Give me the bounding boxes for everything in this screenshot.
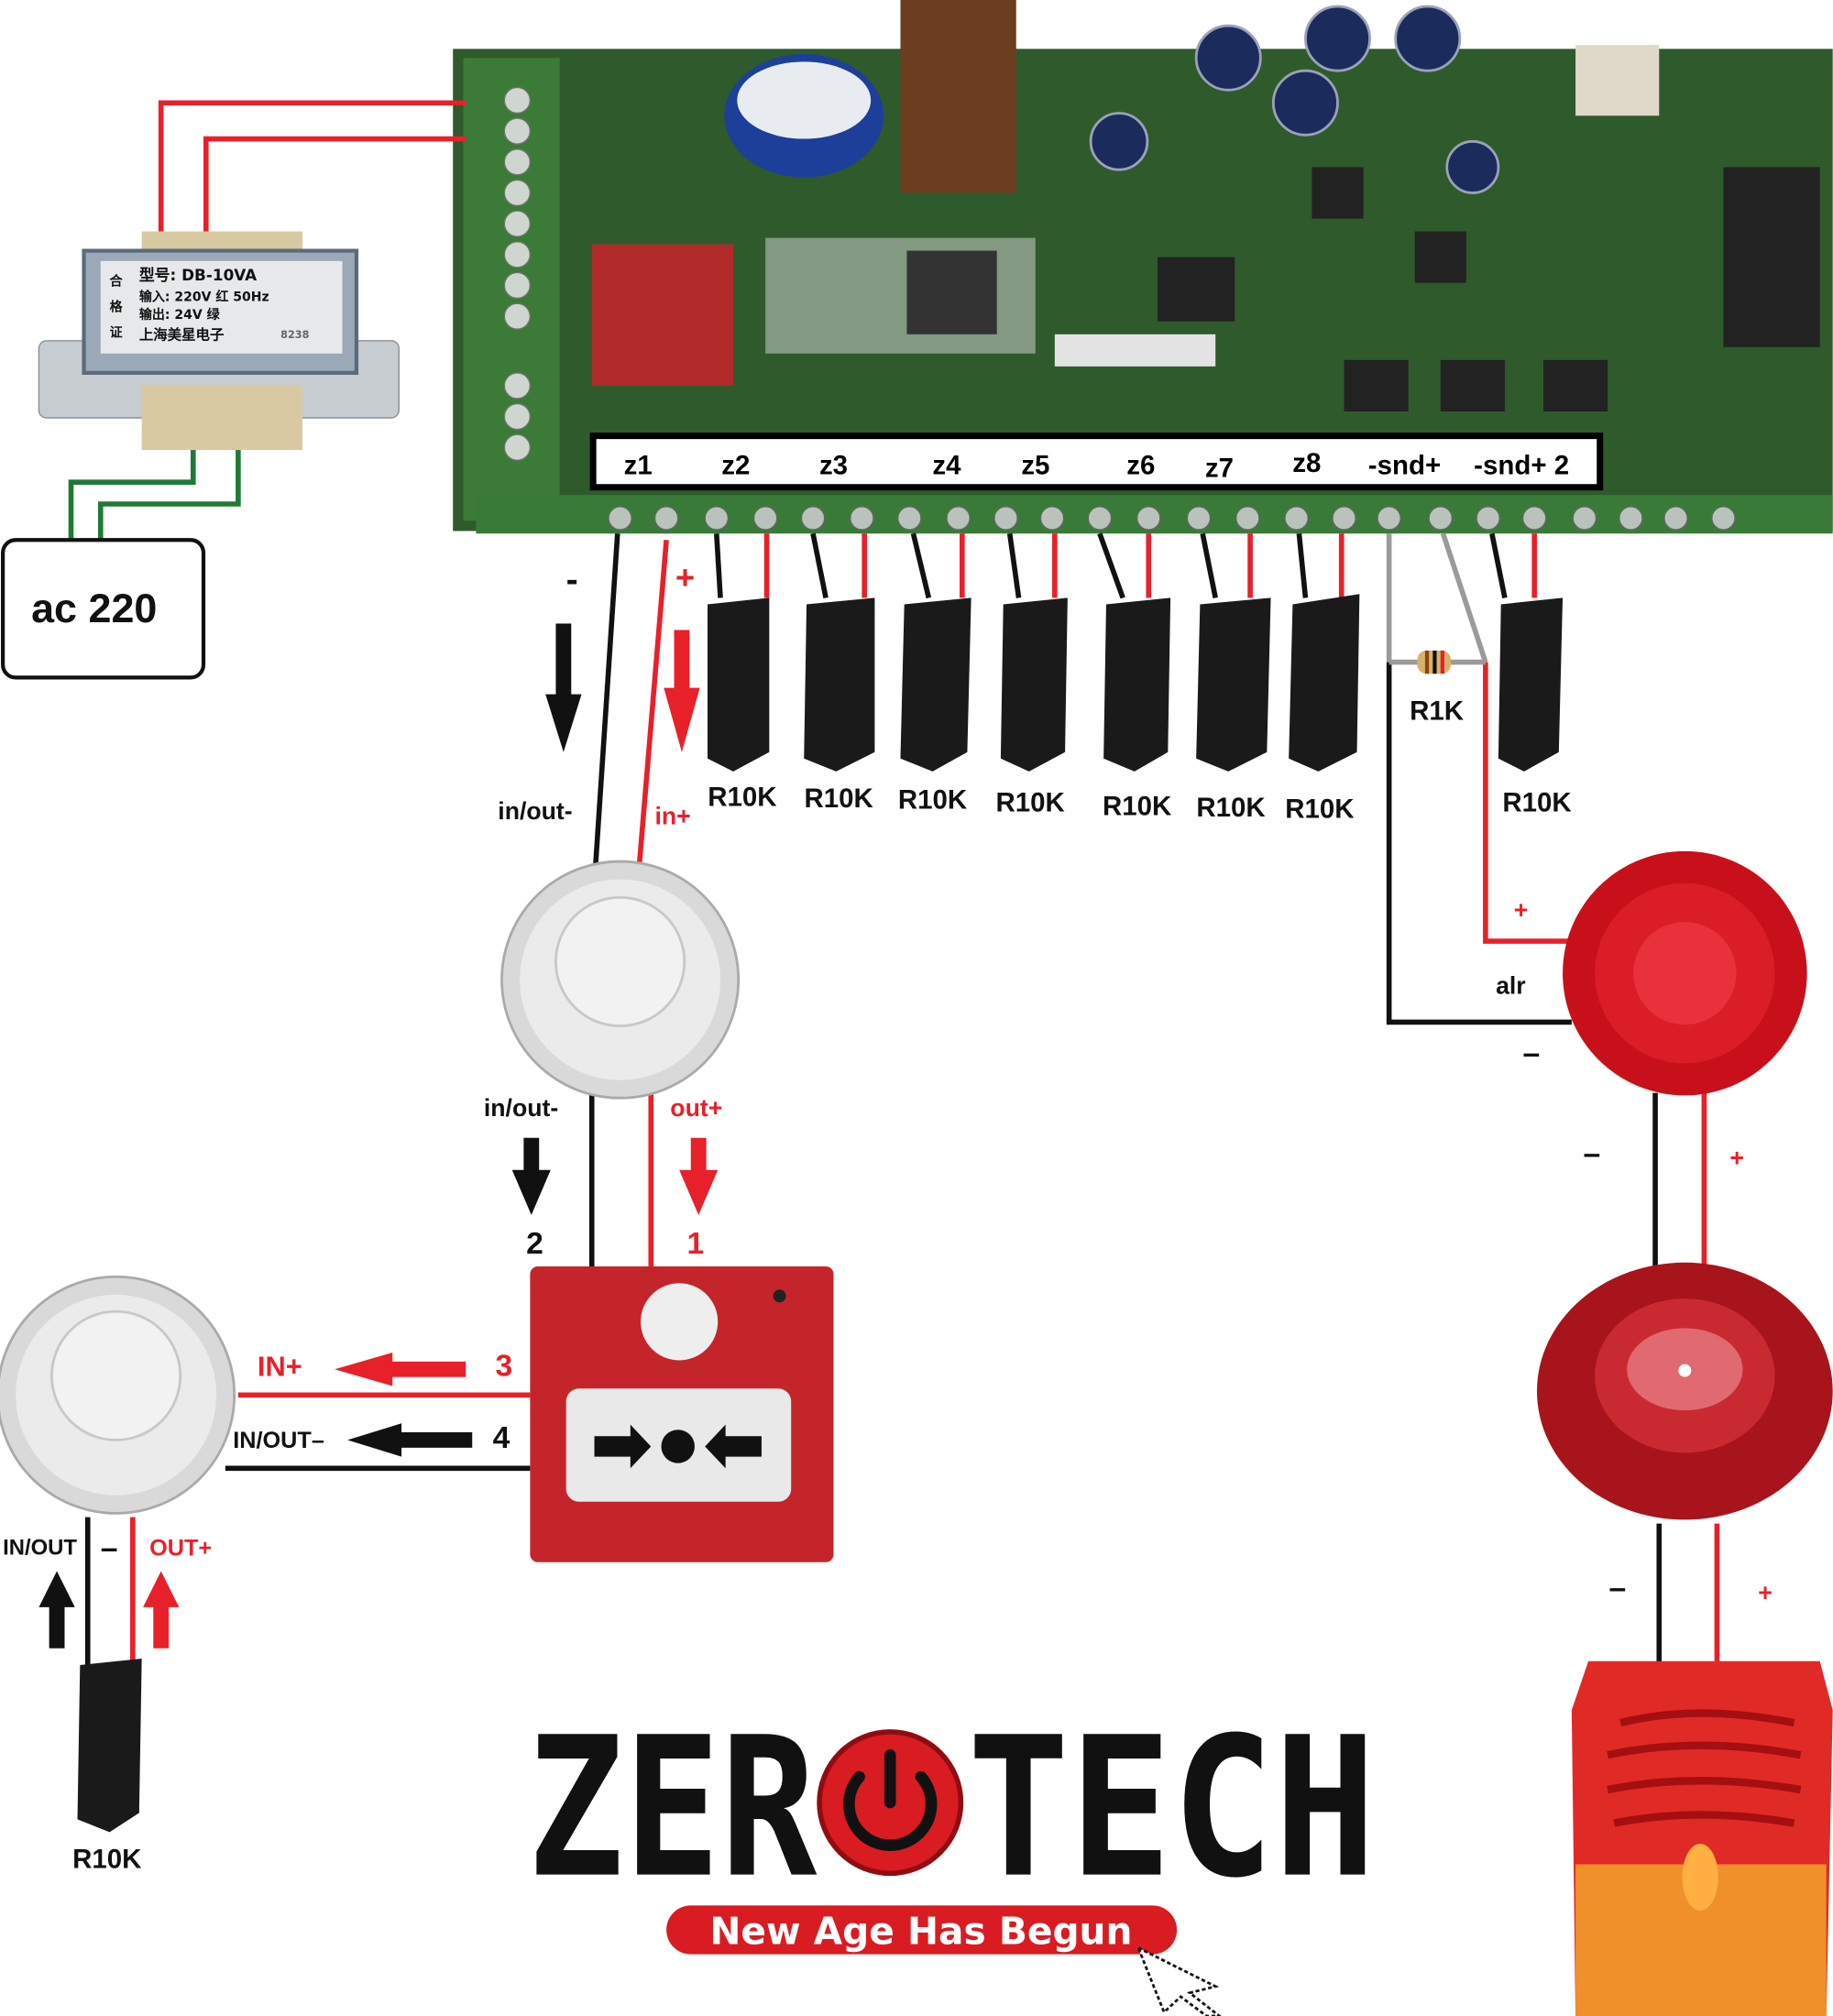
wire-label: IN+ (258, 1350, 302, 1382)
wire-label: out+ (670, 1094, 722, 1122)
svg-text:输出: 24V 绿: 输出: 24V 绿 (139, 307, 221, 323)
arrow-down-red-icon (664, 630, 700, 752)
wire-label: alr (1496, 972, 1526, 1000)
terminal-z8: z8 (1292, 448, 1321, 478)
wire-label: in/out- (498, 797, 572, 825)
wire-label: 3 (495, 1349, 512, 1383)
alarm-bell (1536, 1262, 1833, 1520)
wire-label: in/out- (484, 1094, 558, 1122)
svg-text:New Age Has Begun: New Age Has Begun (709, 1909, 1132, 1953)
svg-text:证: 证 (110, 326, 123, 341)
loop-end-resistor-label: R10K (72, 1845, 141, 1875)
arrow-down-black-icon (545, 623, 582, 752)
wire-label: – (1609, 1572, 1627, 1605)
zerotech-logo: ZER TECH New Age Has Begun (528, 1696, 1377, 2016)
terminal-z6: z6 (1126, 451, 1155, 481)
terminal-snd: -snd+ (1368, 451, 1441, 481)
wire-label: + (675, 559, 695, 597)
svg-text:8238: 8238 (280, 329, 309, 341)
wire-label: 4 (493, 1421, 510, 1455)
svg-text:ac 220: ac 220 (31, 585, 157, 631)
wire-label: - (566, 559, 578, 599)
wire-label: + (1758, 1579, 1773, 1606)
arrow-up-black-icon (38, 1571, 75, 1649)
wire-label: 1 (687, 1227, 705, 1261)
wire-label: – (1583, 1137, 1600, 1171)
svg-text:上海美星电子: 上海美星电子 (139, 325, 225, 343)
arrow-down-red-icon (679, 1137, 719, 1215)
wire-label: – (101, 1532, 118, 1566)
cursor-icon (1136, 1945, 1222, 2016)
svg-text:格: 格 (110, 300, 124, 315)
resistor-label: R10K (708, 783, 776, 813)
smoke-detector-1 (500, 860, 741, 1100)
svg-text:TECH: TECH (967, 1696, 1376, 1921)
smoke-detector-2 (0, 1275, 236, 1515)
r1k-label: R1K (1410, 696, 1464, 727)
direction-arrows (38, 623, 719, 1649)
resistor-label: R10K (804, 783, 873, 814)
wire-label: OUT+ (149, 1536, 212, 1561)
wire-label: IN/OUT (3, 1535, 77, 1560)
wire-label: in+ (654, 802, 690, 829)
eol-resistors (77, 594, 1564, 1833)
wire-label: 2 (526, 1227, 543, 1261)
arrow-left-black-icon (347, 1423, 473, 1457)
arrow-down-black-icon (511, 1137, 551, 1215)
resistor-label: R10K (1285, 794, 1354, 824)
resistor-label: R10K (996, 787, 1065, 817)
svg-text:ZER: ZER (528, 1696, 818, 1921)
terminal-z2: z2 (721, 451, 750, 481)
power-icon (817, 1729, 964, 1877)
terminal-z7: z7 (1205, 454, 1234, 484)
wire-label: + (1514, 896, 1529, 924)
terminal-z5: z5 (1021, 451, 1049, 481)
arrow-left-red-icon (335, 1353, 466, 1386)
ac-220-power-box: ac 220 (1, 538, 206, 680)
terminal-label-strip: z1 z2 z3 z4 z5 z6 z7 z8 -snd+ -snd+ 2 (589, 433, 1604, 491)
resistor-label: R10K (1196, 793, 1265, 823)
arrow-up-red-icon (143, 1571, 180, 1649)
svg-text:合: 合 (110, 273, 124, 289)
resistor-label: R10K (898, 785, 967, 816)
svg-text:输入: 220V 红 50Hz: 输入: 220V 红 50Hz (139, 289, 269, 304)
alarm-siren (1571, 1660, 1833, 2016)
manual-call-point (530, 1266, 834, 1562)
wire-label: – (1523, 1036, 1541, 1070)
terminal-snd2: -snd+ 2 (1474, 451, 1569, 481)
terminal-z3: z3 (819, 451, 848, 481)
alarm-strobe (1563, 850, 1807, 1096)
snd2-resistor-label: R10K (1502, 787, 1571, 817)
terminal-z1: z1 (624, 451, 653, 481)
svg-text:型号: DB-10VA: 型号: DB-10VA (139, 266, 257, 284)
wire-label: + (1729, 1145, 1744, 1172)
terminal-z4: z4 (932, 451, 961, 481)
transformer: 型号: DB-10VA 输入: 220V 红 50Hz 输出: 24V 绿 上海… (38, 231, 400, 451)
wire-label: IN/OUT– (233, 1428, 324, 1453)
resistor-label: R10K (1103, 792, 1171, 822)
